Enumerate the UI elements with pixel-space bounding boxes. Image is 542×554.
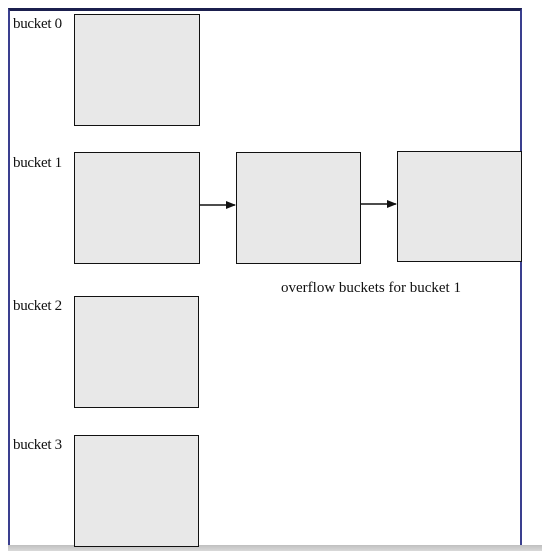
bucket-2-box: [74, 296, 199, 408]
bucket-0-label: bucket 0: [13, 16, 62, 32]
overflow-caption: overflow buckets for bucket 1: [281, 280, 461, 296]
bucket-1-box: [74, 152, 200, 264]
bucket-3-label: bucket 3: [13, 437, 62, 453]
bucket-3-box: [74, 435, 199, 547]
bucket-2-label: bucket 2: [13, 298, 62, 314]
bottom-edge: [8, 545, 542, 551]
bucket-0-box: [74, 14, 200, 126]
bucket-1-label: bucket 1: [13, 155, 62, 171]
diagram-frame: [8, 8, 522, 545]
overflow-bucket-1: [236, 152, 361, 264]
overflow-bucket-2: [397, 151, 522, 262]
